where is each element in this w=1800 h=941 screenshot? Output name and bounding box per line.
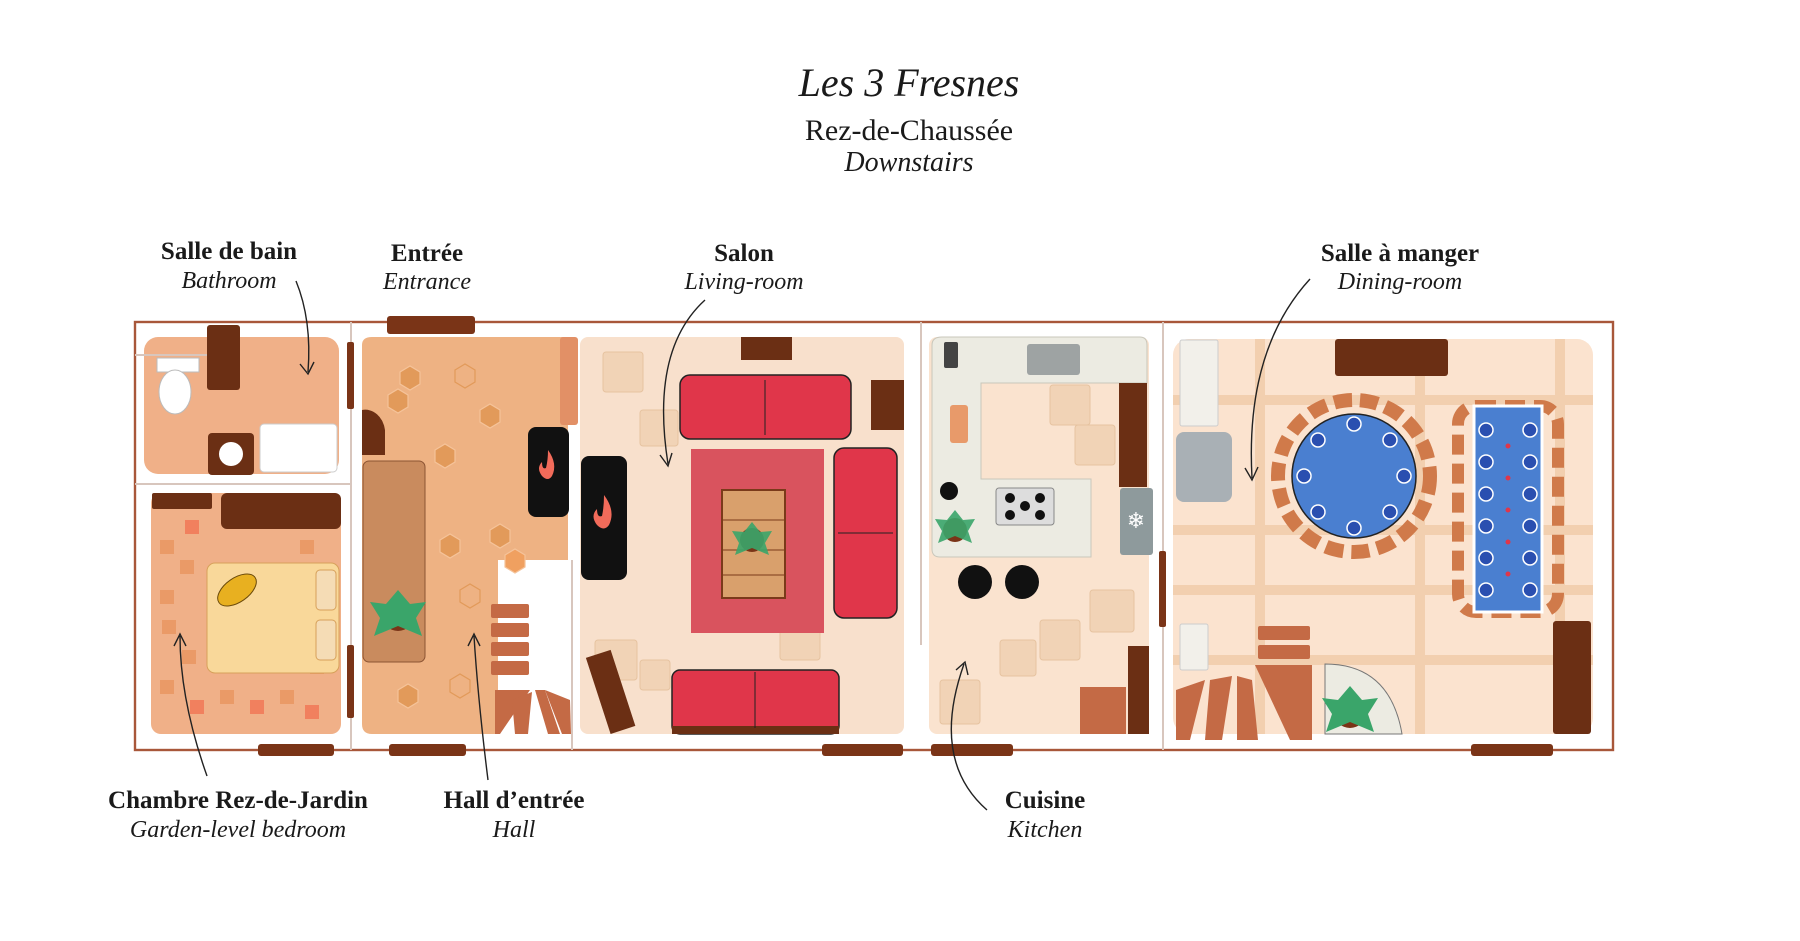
label-en: Hall: [492, 817, 536, 843]
label-en: Living-room: [683, 269, 803, 295]
label-fr: Chambre Rez-de-Jardin: [108, 787, 368, 814]
floor-name-en: Downstairs: [843, 147, 973, 178]
label-kitchen: Cuisine Kitchen: [1005, 787, 1086, 843]
headboard: [221, 493, 341, 529]
arrow-bedroom: [179, 635, 208, 777]
plant-icon: [732, 522, 772, 555]
label-entrance: Entrée Entrance: [382, 240, 471, 295]
tall-cabinet: [1119, 383, 1147, 487]
window: [258, 744, 334, 756]
label-en: Garden-level bedroom: [130, 817, 346, 843]
label-fr: Hall d’entrée: [444, 787, 585, 814]
sink-icon: [1027, 344, 1080, 375]
interior-walls: [135, 322, 1164, 750]
snowflake-icon: ❄: [1127, 509, 1145, 534]
label-dining-room: Salle à manger Dining-room: [1321, 240, 1479, 295]
bread-board-icon: [950, 405, 968, 443]
plan-title: Les 3 Fresnes: [798, 60, 1020, 105]
label-fr: Cuisine: [1005, 787, 1086, 814]
arrow-dining-room: [1250, 278, 1311, 479]
toilet-icon: [158, 369, 192, 415]
label-arrows: [173, 278, 1311, 811]
label-bathroom: Salle de bain Bathroom: [161, 238, 297, 294]
front-door: [387, 316, 475, 334]
label-en: Bathroom: [181, 268, 276, 294]
kitchen-fixtures: ❄: [931, 336, 1153, 734]
cabinet: [1080, 687, 1126, 734]
label-fr: Salon: [714, 240, 774, 267]
bedroom-furniture: [152, 493, 341, 674]
side-cabinet: [871, 380, 904, 430]
cabinet: [1553, 621, 1591, 734]
doors-windows: [258, 316, 1553, 756]
sofa-icon: [671, 669, 840, 735]
label-fr: Entrée: [391, 240, 463, 267]
fridge-icon: [1120, 488, 1153, 555]
plant-icon: [1322, 686, 1378, 732]
fireplace-icon: [581, 456, 627, 580]
hob-icon: [995, 487, 1055, 526]
round-table-icon: [1271, 393, 1437, 559]
door-swing: [362, 409, 385, 455]
stool-icon: [1005, 565, 1039, 599]
door: [1159, 551, 1166, 627]
shower-icon: [259, 423, 338, 473]
label-en: Kitchen: [1007, 817, 1083, 843]
label-hall: Hall d’entrée Hall: [444, 787, 585, 843]
window: [931, 744, 1013, 756]
label-fr: Salle à manger: [1321, 240, 1479, 267]
arrow-hall: [473, 635, 489, 781]
bathroom-fixtures: [156, 325, 338, 475]
staircase-icon: [491, 604, 571, 734]
tv-cabinet: [741, 337, 792, 360]
plant-icon: [370, 590, 426, 636]
window: [389, 744, 466, 756]
entrance-furniture: [362, 337, 578, 734]
label-en: Entrance: [382, 269, 471, 295]
staircase-icon: [1176, 626, 1312, 740]
floor-name-fr: Rez-de-Chaussée: [805, 114, 1013, 147]
door: [347, 342, 354, 409]
label-fr: Salle de bain: [161, 238, 297, 265]
window: [822, 744, 903, 756]
label-en: Dining-room: [1337, 269, 1462, 295]
fireplace-icon: [528, 427, 569, 517]
arrow-living-room: [662, 299, 706, 465]
arrow-bathroom: [295, 280, 310, 373]
sofa-icon: [833, 447, 898, 619]
sofa-icon: [679, 374, 852, 440]
door: [347, 645, 354, 718]
kitchen-counter: [931, 336, 1148, 558]
cabinet: [1128, 646, 1149, 734]
buffet-cabinet: [1335, 339, 1448, 376]
arrow-kitchen: [950, 663, 988, 811]
plant-icon: [935, 510, 975, 543]
sideboard: [1176, 432, 1232, 502]
bathroom-cabinet: [207, 325, 240, 390]
armchair-icon: [585, 649, 636, 734]
long-table-icon: [1452, 400, 1564, 618]
dining-furniture: [1176, 339, 1591, 740]
entrance-hex-tiles: [387, 363, 526, 709]
washbasin-icon: [219, 442, 243, 466]
label-living-room: Salon Living-room: [683, 240, 803, 295]
window: [1471, 744, 1553, 756]
label-bedroom: Chambre Rez-de-Jardin Garden-level bedro…: [108, 787, 368, 843]
toaster-icon: [944, 342, 958, 368]
stool-icon: [958, 565, 992, 599]
living-room-furniture: [585, 337, 904, 735]
